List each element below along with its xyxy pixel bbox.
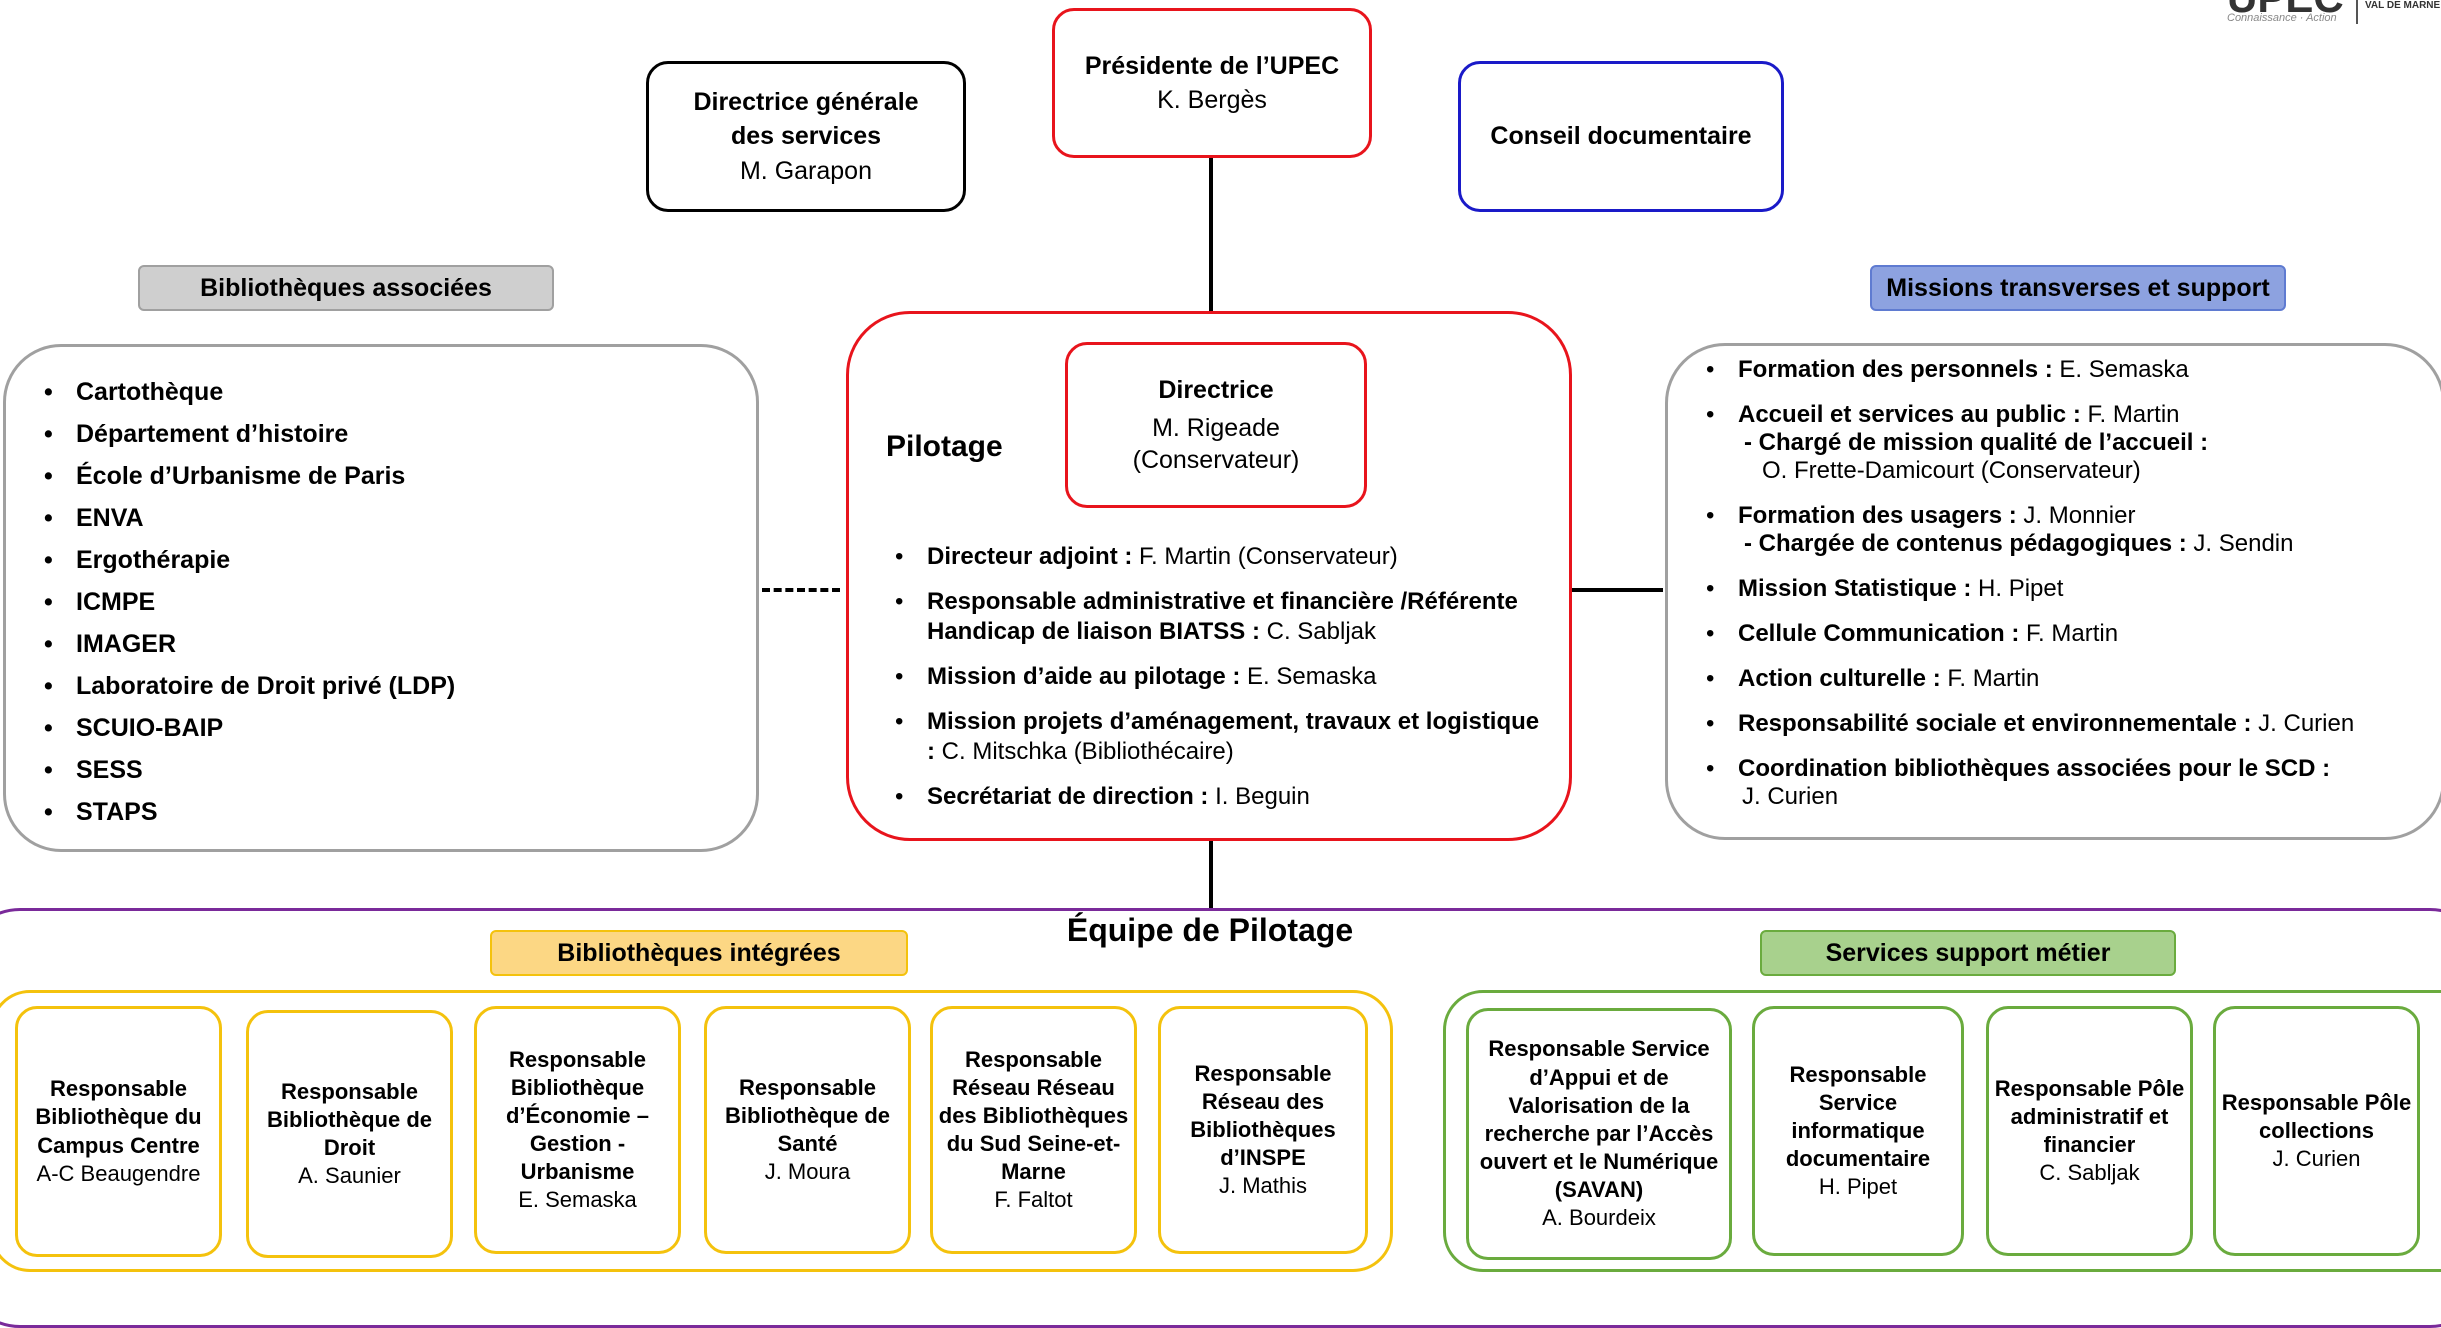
list-item: Accueil et services au public : F. Marti… [1700, 401, 2430, 485]
logo-divider [2356, 0, 2358, 24]
list-item: École d’Urbanisme de Paris [38, 455, 455, 497]
logo-tagline: Connaissance · Action [2227, 12, 2337, 24]
list-item: SCUIO-BAIP [38, 707, 455, 749]
associees-header: Bibliothèques associées [138, 265, 554, 311]
integrees-panel [0, 990, 1393, 1272]
equipe-title: Équipe de Pilotage [1066, 912, 1354, 948]
integree-box-campus-centre: Responsable Bibliothèque du Campus Centr… [15, 1006, 222, 1257]
connector-dashed-associees [762, 588, 840, 592]
list-item: Action culturelle : F. Martin [1700, 665, 2430, 693]
integree-box-sante: Responsable Bibliothèque de Santé J. Mou… [704, 1006, 911, 1254]
dgs-title-line2: des services [730, 122, 882, 151]
list-item: Coordination bibliothèques associées pou… [1700, 755, 2430, 811]
support-box-informatique: Responsable Service informatique documen… [1752, 1006, 1964, 1256]
list-item: Mission d’aide au pilotage : E. Semaska [889, 662, 1549, 692]
list-item: Département d’histoire [38, 413, 455, 455]
dgs-name: M. Garapon [739, 156, 872, 185]
list-item: ICMPE [38, 581, 455, 623]
conseil-box: Conseil documentaire [1458, 61, 1784, 212]
integree-box-inspe: Responsable Réseau des Bibliothèques d’I… [1158, 1006, 1368, 1254]
list-item: Formation des personnels : E. Semaska [1700, 356, 2430, 384]
associees-panel: Cartothèque Département d’histoire École… [3, 344, 759, 852]
support-header: Services support métier [1760, 930, 2176, 976]
integree-box-sud-seine-et-marne: Responsable Réseau Réseau des Bibliothèq… [930, 1006, 1137, 1254]
pilotage-panel: Pilotage Directrice M. Rigeade (Conserva… [846, 311, 1572, 841]
conseil-title: Conseil documentaire [1490, 122, 1752, 151]
list-item: Laboratoire de Droit privé (LDP) [38, 665, 455, 707]
pilotage-label: Pilotage [886, 430, 1003, 463]
dgs-title-line1: Directrice générale [693, 87, 919, 116]
list-item: Cartothèque [38, 371, 455, 413]
directrice-name: M. Rigeade [1152, 414, 1280, 442]
support-box-collections: Responsable Pôle collections J. Curien [2213, 1006, 2420, 1256]
list-item: Cellule Communication : F. Martin [1700, 620, 2430, 648]
directrice-box: Directrice M. Rigeade (Conservateur) [1065, 342, 1367, 508]
list-item: Secrétariat de direction : I. Beguin [889, 782, 1549, 812]
logo-side: VAL DE MARNE [2365, 0, 2441, 11]
missions-header: Missions transverses et support [1870, 265, 2286, 311]
list-item: Responsabilité sociale et environnementa… [1700, 710, 2430, 738]
connector-pilotage-missions [1570, 588, 1663, 592]
directrice-title: Directrice [1158, 376, 1274, 404]
list-item: SESS [38, 749, 455, 791]
associees-list: Cartothèque Département d’histoire École… [38, 371, 455, 833]
integrees-header: Bibliothèques intégrées [490, 930, 908, 976]
missions-list: Formation des personnels : E. Semaska Ac… [1700, 356, 2430, 811]
support-box-administratif: Responsable Pôle administratif et financ… [1986, 1006, 2193, 1256]
integree-box-economie: Responsable Bibliothèque d’Économie – Ge… [474, 1006, 681, 1254]
support-panel [1443, 990, 2441, 1272]
list-item: Ergothérapie [38, 539, 455, 581]
integree-box-droit: Responsable Bibliothèque de Droit A. Sau… [246, 1010, 453, 1258]
missions-panel: Formation des personnels : E. Semaska Ac… [1665, 343, 2441, 840]
list-item: Mission projets d’aménagement, travaux e… [889, 707, 1549, 767]
connector-president-pilotage [1209, 158, 1213, 313]
list-item: Mission Statistique : H. Pipet [1700, 575, 2430, 603]
logo-text: UPEC [2227, 0, 2344, 22]
list-item: Responsable administrative et financière… [889, 587, 1549, 647]
list-item: IMAGER [38, 623, 455, 665]
directrice-grade: (Conservateur) [1132, 446, 1300, 474]
presidente-box: Présidente de l’UPEC K. Bergès [1052, 8, 1372, 158]
upec-logo: UPEC Connaissance · Action VAL DE MARNE [2225, 0, 2441, 26]
presidente-title: Présidente de l’UPEC [1084, 51, 1340, 80]
list-item: Directeur adjoint : F. Martin (Conservat… [889, 542, 1549, 572]
list-item: Formation des usagers : J. Monnier - Cha… [1700, 502, 2430, 558]
dgs-box: Directrice générale des services M. Gara… [646, 61, 966, 212]
list-item: STAPS [38, 791, 455, 833]
pilotage-list: Directeur adjoint : F. Martin (Conservat… [889, 542, 1549, 812]
connector-pilotage-equipe [1209, 838, 1213, 910]
list-item: ENVA [38, 497, 455, 539]
support-box-savan: Responsable Service d’Appui et de Valori… [1466, 1008, 1732, 1260]
presidente-name: K. Bergès [1157, 86, 1267, 114]
